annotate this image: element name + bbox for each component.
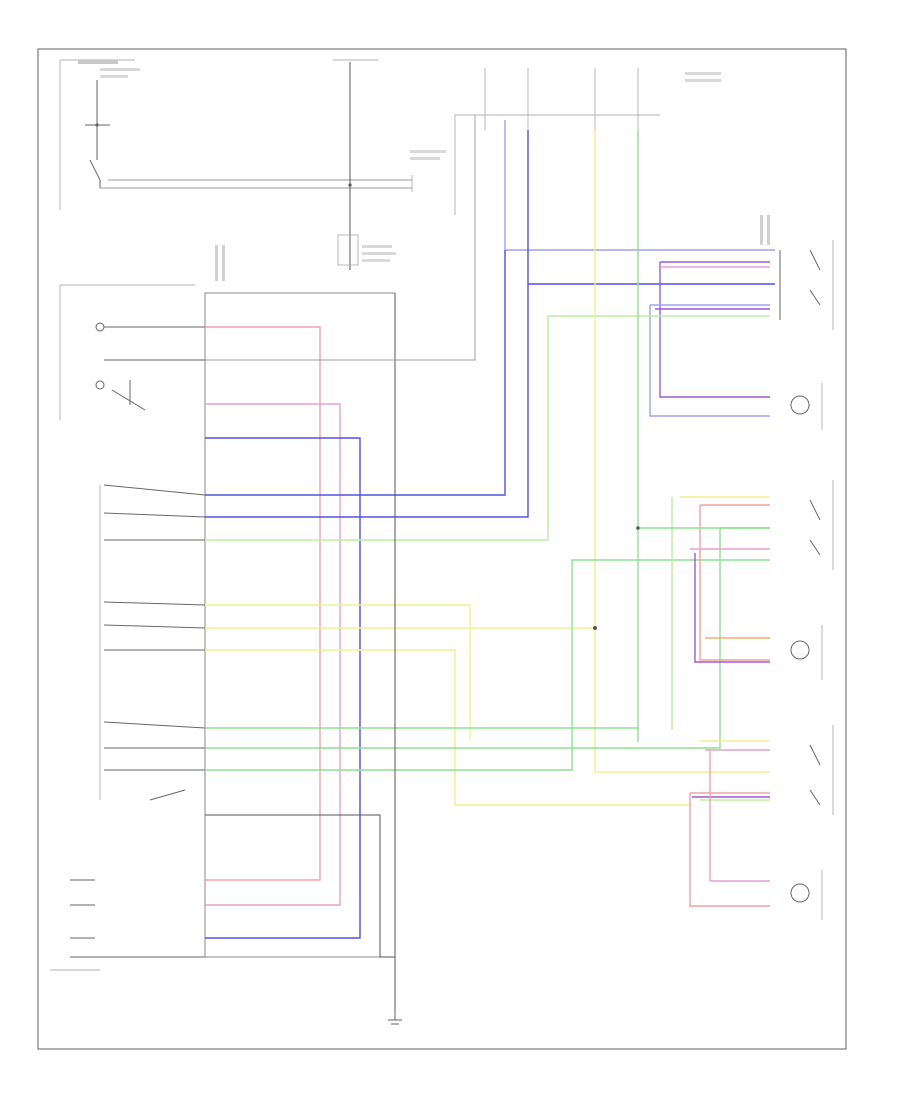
fuse-row-right [454, 68, 721, 215]
ground-symbol [388, 1010, 402, 1025]
rear-actuators [790, 383, 834, 920]
fuse-section-left [59, 59, 412, 210]
splice-points [593, 526, 640, 630]
wire-harness [205, 115, 775, 1010]
passenger-switch-cluster [50, 879, 205, 971]
driver-door-actuator [760, 215, 834, 330]
diagram-frame [37, 48, 847, 1050]
control-unit-box [59, 245, 396, 958]
lock-switches [95, 322, 206, 801]
fuse-box-center [333, 59, 446, 270]
